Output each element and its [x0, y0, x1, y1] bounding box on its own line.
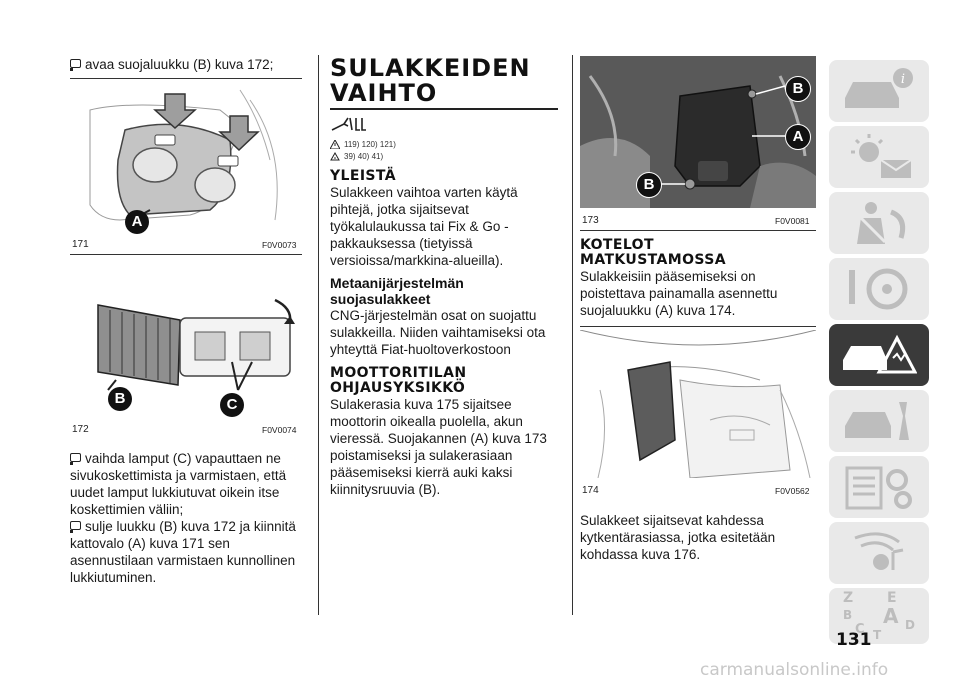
- paragraph-cabin: Sulakkeisiin pääsemiseksi on poistettava…: [580, 269, 778, 318]
- figure-171: A: [70, 80, 302, 234]
- svg-text:i: i: [901, 72, 905, 87]
- tab-technical-data[interactable]: [829, 456, 929, 518]
- bulb-access-illustration: [97, 298, 295, 391]
- paragraph-methane: CNG-järjestelmän osat on suojattu sulakk…: [330, 307, 546, 357]
- heading-general: YLEISTÄ: [330, 167, 397, 184]
- tab-emergency[interactable]: [829, 324, 929, 386]
- tab-safety[interactable]: [829, 192, 929, 254]
- paragraph-engine-unit: Sulakerasia kuva 175 sijaitsee moottorin…: [330, 396, 547, 497]
- list-item: sulje luukku (B) kuva 172 ja kiinnitä ka…: [70, 519, 296, 585]
- figure-code: F0V0073: [262, 240, 297, 250]
- tab-dashboard-lights[interactable]: [829, 126, 929, 188]
- heading-methane: Metaanijärjestelmän suojasulakkeet: [330, 274, 464, 307]
- tab-car-info[interactable]: i: [829, 60, 929, 122]
- title-underline: [330, 108, 558, 110]
- figure-173: B A B: [580, 56, 816, 208]
- technical-data-icon: [845, 466, 912, 510]
- caution-refs: 39) 40) 41): [330, 151, 562, 163]
- paragraph-general: Sulakkeen vaihtoa varten käytä pihtejä, …: [330, 184, 518, 268]
- bullet-icon: [70, 521, 81, 533]
- column-1-bullets: vaihda lamput (C) vapauttaen ne sivukosk…: [70, 450, 302, 586]
- figure-number: 173: [582, 215, 599, 226]
- paragraph-cabin-2: Sulakkeet sijaitsevat kahdessa kytkentär…: [580, 513, 776, 562]
- car-maintenance-icon: [845, 402, 909, 440]
- footer-watermark: carmanualsonline.info: [700, 660, 889, 680]
- tab-multimedia[interactable]: [829, 522, 929, 584]
- ceiling-light-illustration: [89, 89, 278, 221]
- heading-cabin-boxes: KOTELOT MATKUSTAMOSSA: [580, 237, 726, 268]
- figure-number: 172: [72, 424, 89, 435]
- seatbelt-airbag-icon: [857, 202, 906, 244]
- page-number: 131: [836, 630, 872, 650]
- intro-bullet: avaa suojaluukku (B) kuva 172;: [70, 56, 310, 73]
- bullet-icon: [70, 59, 81, 71]
- steering-wheel-icon: [849, 268, 908, 310]
- warning-triangle-icon: [330, 140, 340, 149]
- figure-number: 174: [582, 485, 599, 496]
- cabin-fuse-section: KOTELOT MATKUSTAMOSSA Sulakkeisiin pääse…: [580, 238, 816, 319]
- figure-divider: [70, 78, 302, 79]
- callout-a: A: [785, 124, 811, 150]
- figure-code: F0V0074: [262, 425, 297, 435]
- tab-maintenance[interactable]: [829, 390, 929, 452]
- figure-divider: [70, 254, 302, 255]
- column-1: avaa suojaluukku (B) kuva 172;: [70, 56, 310, 73]
- callout-a: A: [125, 210, 149, 234]
- column-2: SULAKKEIDEN VAIHTO 119) 120) 121) 39) 40…: [330, 56, 562, 498]
- figure-divider: [580, 230, 816, 231]
- car-info-icon: i: [845, 68, 913, 108]
- multimedia-icon: [854, 532, 904, 570]
- figure-174: [579, 329, 817, 479]
- figure-divider: [580, 326, 816, 327]
- list-item: vaihda lamput (C) vapauttaen ne sivukosk…: [70, 451, 287, 517]
- figure-code: F0V0081: [775, 216, 810, 226]
- callout-c: C: [220, 393, 244, 417]
- tab-driving[interactable]: [829, 258, 929, 320]
- column-divider: [572, 55, 573, 615]
- dashboard-lights-icon: [851, 134, 912, 178]
- pliers-icon: [331, 117, 366, 131]
- index-icon: Z E B A C D T: [843, 590, 915, 642]
- emergency-warning-icon: [843, 334, 917, 374]
- callout-b: B: [108, 387, 132, 411]
- caution-icon: [330, 152, 340, 161]
- callout-b-lower: B: [636, 172, 662, 198]
- callout-b: B: [785, 76, 811, 102]
- heading-engine-unit: MOOTTORITILAN OHJAUSYKSIKKÖ: [330, 364, 467, 396]
- section-title: SULAKKEIDEN VAIHTO: [330, 54, 531, 107]
- figure-number: 171: [72, 239, 89, 250]
- bullet-icon: [70, 453, 81, 465]
- figure-172: B C: [70, 290, 302, 417]
- column-divider: [318, 55, 319, 615]
- figure-code: F0V0562: [775, 486, 810, 496]
- warning-refs: 119) 120) 121): [330, 139, 562, 151]
- fuse-box-cover-illustration: [580, 56, 816, 208]
- cabin-fuse-cover-illustration: [579, 329, 817, 479]
- tab-index[interactable]: Z E B A C D T: [829, 588, 929, 644]
